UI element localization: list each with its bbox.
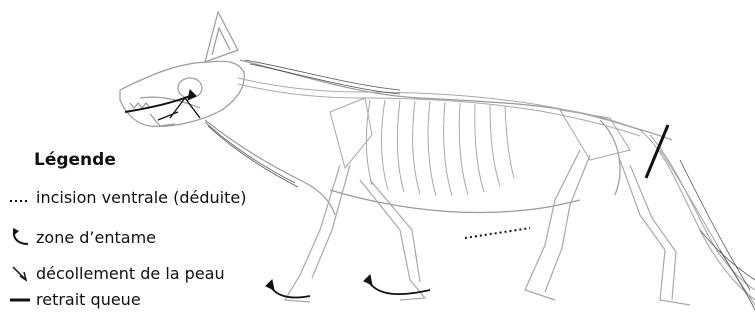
pelvis <box>560 110 630 160</box>
body-outline <box>205 60 672 215</box>
legend-title: Légende <box>34 150 116 170</box>
front-paw-arrow-right <box>368 280 430 294</box>
legend-item-tail-removal: retrait queue <box>8 288 141 310</box>
legend-label-ventral-incision: incision ventrale (déduite) <box>36 188 246 207</box>
front-paw-arrow-right-tip <box>364 275 372 285</box>
legend-label-skin-peel: décollement de la peau <box>36 264 225 283</box>
ribcage <box>366 100 514 196</box>
ventral-incision-line <box>465 228 530 238</box>
skin-peel-arrow-icon <box>8 262 34 284</box>
dotted-line-icon <box>8 186 34 208</box>
curved-arrow-icon <box>8 226 34 248</box>
legend-label-tail-removal: retrait queue <box>36 290 141 309</box>
front-legs <box>285 165 425 302</box>
front-paw-arrow-left-tip <box>266 280 274 290</box>
spine <box>238 78 640 136</box>
legend-item-skin-peel: décollement de la peau <box>8 262 225 284</box>
head-arrow-tip <box>188 90 196 100</box>
legend-item-ventral-incision: incision ventrale (déduite) <box>8 186 246 208</box>
solid-bar-icon <box>8 288 34 310</box>
hind-legs <box>525 150 690 305</box>
legend-item-entry-zone: zone d’entame <box>8 226 156 248</box>
legend-label-entry-zone: zone d’entame <box>36 228 156 247</box>
scapula <box>330 98 372 168</box>
